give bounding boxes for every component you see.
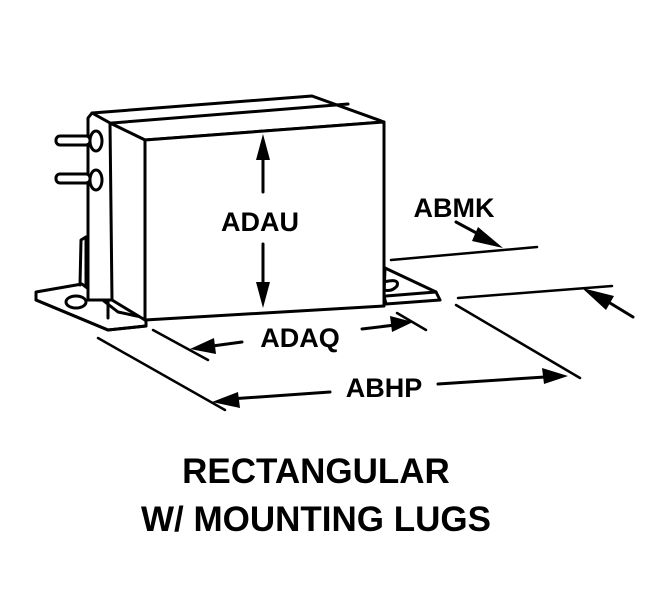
right-lug-hole (382, 279, 399, 292)
dimension-adaq: ADAQ (151, 311, 428, 362)
terminal-pins (54, 129, 104, 192)
component-body (54, 94, 386, 322)
label-adau: ADAU (221, 207, 299, 237)
arrow-up-icon (256, 134, 270, 160)
label-abhp: ABHP (346, 373, 423, 403)
caption-line-2: W/ MOUNTING LUGS (141, 500, 491, 539)
dimension-abhp: ABHP (96, 303, 582, 412)
arrow-left-icon (212, 392, 240, 408)
left-lug-hole (64, 294, 88, 310)
dimension-adau: ADAU (221, 134, 299, 308)
label-abmk: ABMK (414, 193, 495, 223)
arrow-left-icon (190, 338, 216, 354)
arrow-down-right-icon (472, 227, 503, 248)
arrow-down-icon (256, 282, 270, 308)
dimension-abmk: ABMK (389, 193, 635, 319)
arrow-right-icon (390, 316, 413, 332)
right-mounting-lug (382, 266, 442, 306)
arrow-up-left-icon (582, 288, 614, 310)
arrow-right-icon (542, 368, 568, 384)
caption-line-1: RECTANGULAR (182, 452, 450, 491)
label-adaq: ADAQ (260, 323, 340, 353)
